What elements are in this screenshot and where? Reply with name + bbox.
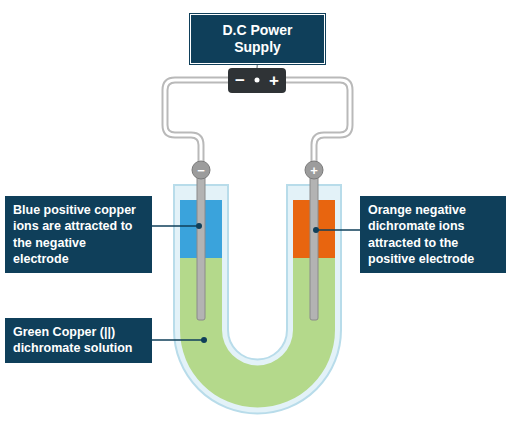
leader-line [317,229,360,231]
wire [286,80,350,162]
battery-symbol: −+ [228,68,286,93]
electrode-cap [192,161,210,179]
leader-dot [313,227,319,233]
leader-dot [201,337,207,343]
box-text: Green Copper (||) dichromate solution [13,324,144,357]
terminal-sign: − [235,68,245,93]
leader-line [152,225,198,227]
power-supply-box: D.C Power Supply [190,14,325,64]
leader-dot [196,223,202,229]
leader-line [152,339,203,341]
box-text: Blue positive copper ions are attracted … [13,202,144,267]
wire-core [286,80,350,162]
electrode-rod [310,170,318,320]
electrode-rod [197,170,205,320]
electrode-sign: − [197,164,205,177]
terminal-sign: + [269,68,279,93]
wire [165,80,228,162]
box-text: D.C Power Supply [201,22,314,56]
battery-terminal-dot [255,78,260,83]
callout-box: Orange negative dichromate ions attracte… [360,196,506,273]
electrode-sign: + [310,164,318,177]
callout-box: Blue positive copper ions are attracted … [5,196,152,273]
electrode-cap [305,161,323,179]
callout-box: Green Copper (||) dichromate solution [5,318,152,363]
wire-core [165,80,228,162]
box-text: Orange negative dichromate ions attracte… [368,202,498,267]
